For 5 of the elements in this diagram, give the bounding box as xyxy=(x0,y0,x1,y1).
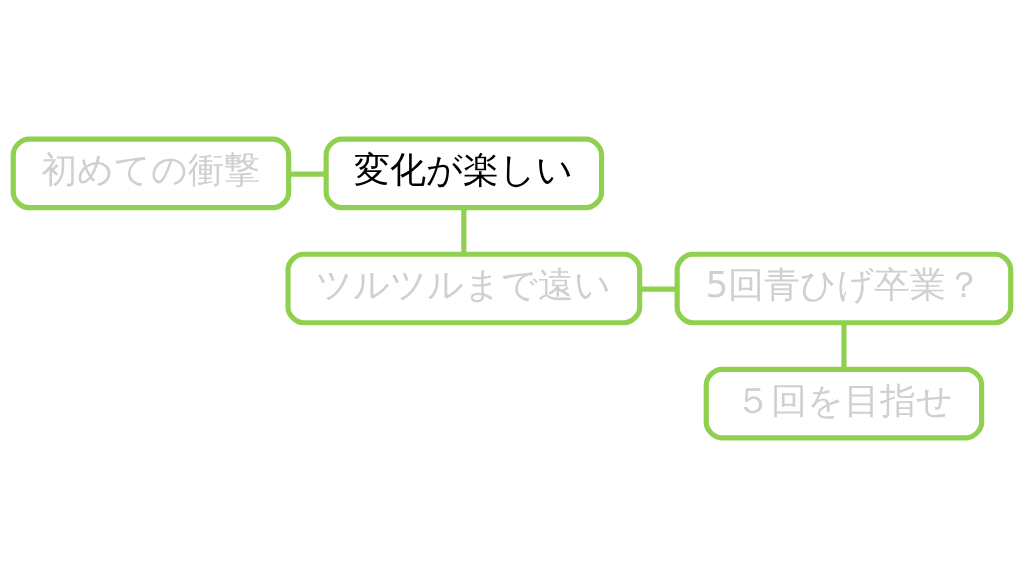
connector xyxy=(841,322,847,369)
connector xyxy=(289,171,327,177)
connector xyxy=(461,207,467,254)
connector xyxy=(640,286,677,292)
node-box: 変化が楽しい xyxy=(323,136,605,210)
